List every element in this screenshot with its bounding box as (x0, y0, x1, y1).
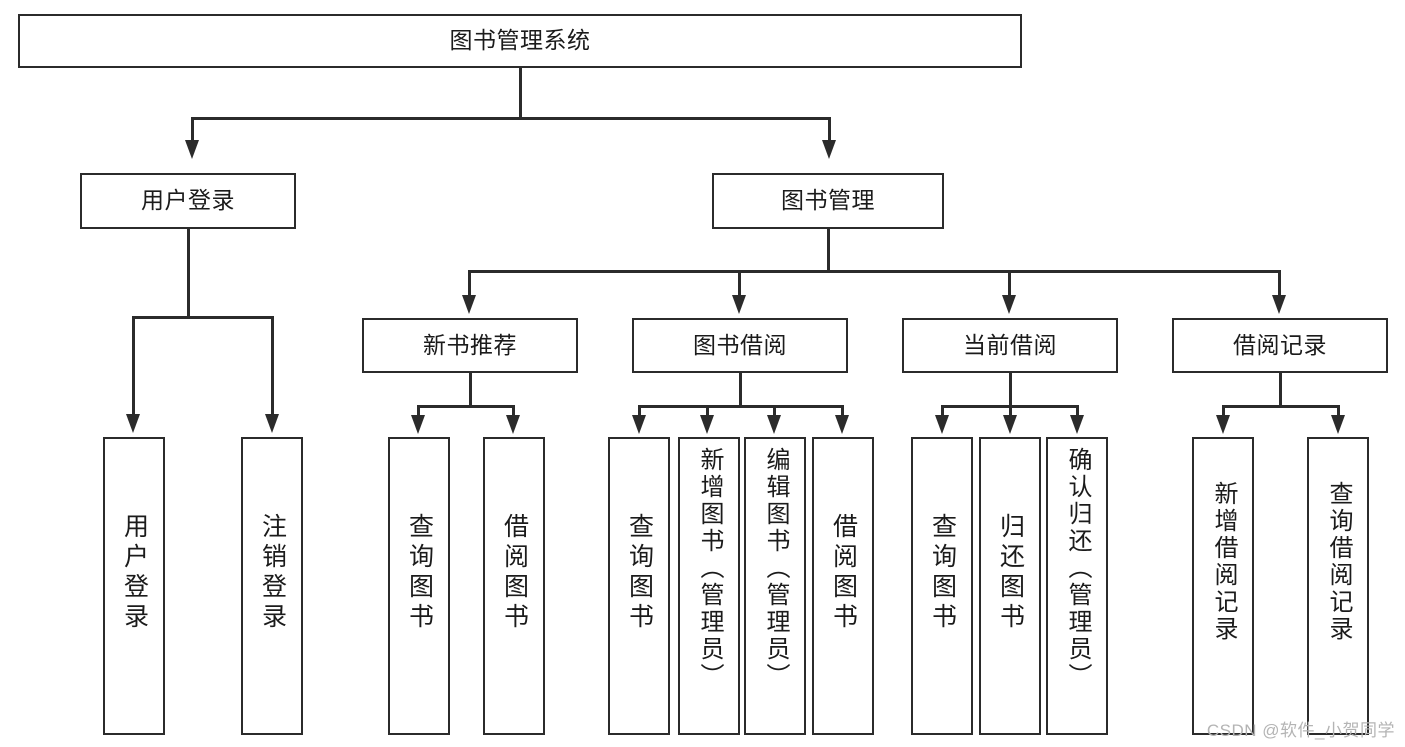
node-new-book-rec-label: 新书推荐 (423, 331, 517, 358)
arrowhead-leaf-edit-book (767, 415, 781, 434)
node-leaf-rec-query[interactable]: 查询图书 (388, 437, 450, 735)
node-leaf-cur-query[interactable]: 查询图书 (911, 437, 973, 735)
node-leaf-add-record-label: 新增借阅记录 (1210, 481, 1237, 643)
node-root-label: 图书管理系统 (449, 27, 591, 54)
node-leaf-add-book[interactable]: 新增图书（管理员） (678, 437, 740, 735)
node-borrow-record-label: 借阅记录 (1233, 331, 1327, 358)
node-leaf-borrow-book-label: 借阅图书 (829, 513, 858, 633)
edge-user-login-stem (187, 229, 190, 317)
arrowhead-current-borrow (1002, 295, 1016, 314)
node-leaf-logout[interactable]: 注销登录 (241, 437, 303, 735)
node-user-login-label: 用户登录 (141, 187, 235, 214)
node-book-manage[interactable]: 图书管理 (712, 173, 944, 229)
arrowhead-leaf-cur-query (935, 415, 949, 434)
node-leaf-rec-borrow[interactable]: 借阅图书 (483, 437, 545, 735)
edge-book-borrow-drop-2 (706, 405, 709, 417)
edge-root-stem (519, 68, 522, 118)
edge-book-borrow-stem (739, 373, 742, 406)
edge-book-manage-bus (468, 270, 1280, 273)
arrowhead-user-login (185, 140, 199, 159)
edge-book-borrow-drop-3 (773, 405, 776, 417)
node-leaf-confirm-return[interactable]: 确认归还（管理员） (1046, 437, 1108, 735)
arrowhead-book-manage (822, 140, 836, 159)
edge-current-borrow-drop-3 (1076, 405, 1079, 417)
node-leaf-logout-label: 注销登录 (258, 513, 287, 633)
node-leaf-user-login-label: 用户登录 (120, 513, 149, 633)
edge-borrow-record-drop-1 (1222, 405, 1225, 417)
node-leaf-cur-query-label: 查询图书 (928, 513, 957, 633)
arrowhead-leaf-rec-borrow (506, 415, 520, 434)
arrowhead-borrow-record (1272, 295, 1286, 314)
edge-new-book-rec-stem (469, 373, 472, 406)
node-leaf-query-record[interactable]: 查询借阅记录 (1307, 437, 1369, 735)
node-user-login[interactable]: 用户登录 (80, 173, 296, 229)
arrowhead-leaf-add-record (1216, 415, 1230, 434)
edge-book-manage-stem (827, 229, 830, 271)
node-leaf-query-record-label: 查询借阅记录 (1325, 481, 1352, 643)
node-root[interactable]: 图书管理系统 (18, 14, 1022, 68)
edge-new-book-rec-drop-2 (512, 405, 515, 417)
node-leaf-return-book[interactable]: 归还图书 (979, 437, 1041, 735)
node-current-borrow[interactable]: 当前借阅 (902, 318, 1118, 373)
node-leaf-edit-book-label: 编辑图书（管理员） (762, 447, 789, 690)
arrowhead-leaf-borrow-book (835, 415, 849, 434)
edge-new-book-rec-drop-1 (417, 405, 420, 417)
arrowhead-new-book-rec (462, 295, 476, 314)
edge-book-manage-drop-1 (468, 270, 471, 297)
edge-current-borrow-drop-1 (941, 405, 944, 417)
arrowhead-leaf-add-book (700, 415, 714, 434)
edge-borrow-record-bus (1222, 405, 1339, 408)
node-new-book-rec[interactable]: 新书推荐 (362, 318, 578, 373)
arrowhead-leaf-return-book (1003, 415, 1017, 434)
arrowhead-leaf-logout (265, 414, 279, 433)
node-leaf-confirm-return-label: 确认归还（管理员） (1064, 447, 1091, 690)
edge-user-login-drop-2 (271, 316, 274, 416)
node-book-borrow[interactable]: 图书借阅 (632, 318, 848, 373)
node-leaf-rec-borrow-label: 借阅图书 (500, 513, 529, 633)
node-leaf-edit-book[interactable]: 编辑图书（管理员） (744, 437, 806, 735)
node-leaf-borrow-query-label: 查询图书 (625, 513, 654, 633)
edge-user-login-drop-1 (132, 316, 135, 416)
edge-book-borrow-drop-1 (638, 405, 641, 417)
node-leaf-add-book-label: 新增图书（管理员） (696, 447, 723, 690)
edge-current-borrow-drop-2 (1009, 405, 1012, 417)
node-leaf-borrow-book[interactable]: 借阅图书 (812, 437, 874, 735)
node-leaf-add-record[interactable]: 新增借阅记录 (1192, 437, 1254, 735)
node-book-borrow-label: 图书借阅 (693, 331, 787, 358)
node-leaf-borrow-query[interactable]: 查询图书 (608, 437, 670, 735)
edge-book-borrow-bus (638, 405, 844, 408)
node-book-manage-label: 图书管理 (781, 187, 875, 214)
arrowhead-leaf-user-login (126, 414, 140, 433)
edge-user-login-bus (132, 316, 274, 319)
node-borrow-record[interactable]: 借阅记录 (1172, 318, 1388, 373)
arrowhead-leaf-query-record (1331, 415, 1345, 434)
node-current-borrow-label: 当前借阅 (963, 331, 1057, 358)
edge-new-book-rec-bus (417, 405, 514, 408)
edge-root-bus (191, 117, 830, 120)
watermark: CSDN @软件_小贺同学 (1206, 721, 1395, 740)
edge-root-drop-left (191, 117, 194, 144)
node-leaf-user-login[interactable]: 用户登录 (103, 437, 165, 735)
node-leaf-rec-query-label: 查询图书 (405, 513, 434, 633)
edge-book-manage-drop-3 (1008, 270, 1011, 297)
edge-book-manage-drop-2 (738, 270, 741, 297)
edge-book-borrow-drop-4 (841, 405, 844, 417)
arrowhead-book-borrow (732, 295, 746, 314)
arrowhead-leaf-borrow-query (632, 415, 646, 434)
edge-borrow-record-drop-2 (1337, 405, 1340, 417)
node-leaf-return-book-label: 归还图书 (996, 513, 1025, 633)
edge-borrow-record-stem (1279, 373, 1282, 406)
edge-current-borrow-stem (1009, 373, 1012, 406)
edge-book-manage-drop-4 (1278, 270, 1281, 297)
edge-root-drop-right (828, 117, 831, 144)
arrowhead-leaf-confirm-return (1070, 415, 1084, 434)
arrowhead-leaf-rec-query (411, 415, 425, 434)
